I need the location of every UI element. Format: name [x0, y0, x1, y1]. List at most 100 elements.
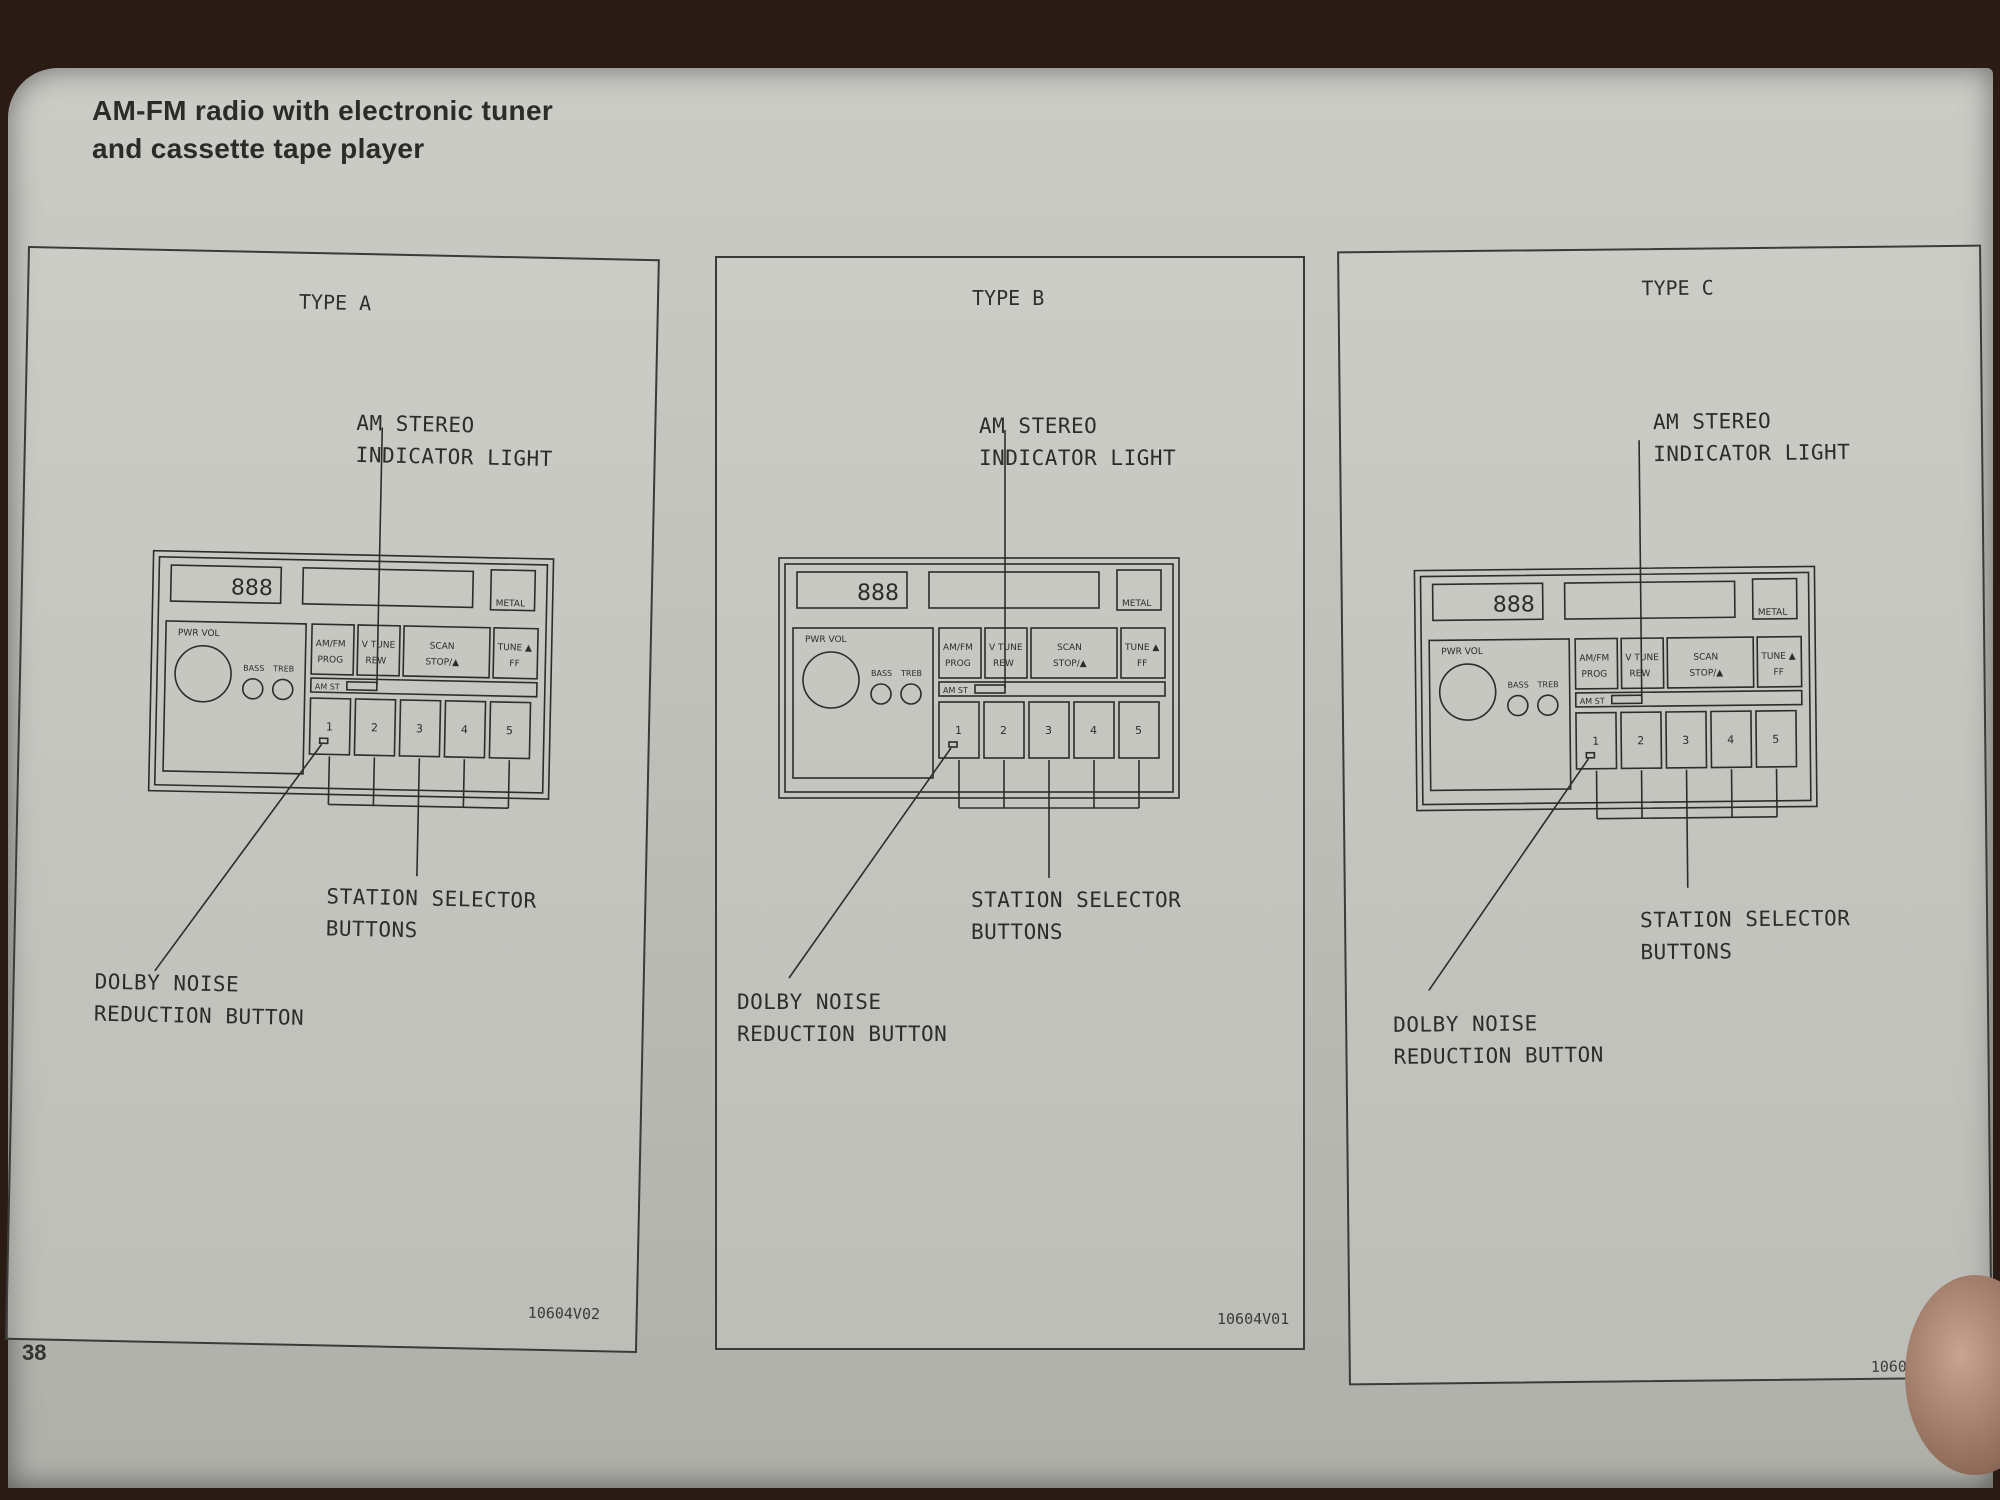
metal-label: METAL	[496, 599, 526, 610]
scan-button	[402, 625, 491, 679]
eject-button	[1116, 569, 1162, 611]
preset-bracket-1	[1595, 770, 1598, 819]
title-line-1: AM-FM radio with electronic tuner	[92, 95, 554, 126]
am-stereo-leader	[1638, 440, 1643, 699]
treble-label: TREB	[1537, 680, 1559, 689]
ff-label: FF	[1137, 659, 1147, 669]
dolby-callout: DOLBY NOISE REDUCTION BUTTON	[737, 990, 948, 1046]
page-shading	[8, 68, 1993, 1488]
prog-label: PROG	[1581, 670, 1607, 680]
preset-button-1	[1575, 711, 1618, 770]
pwr-vol-label: PWR VOL	[1441, 647, 1483, 657]
bass-knob	[870, 683, 892, 705]
radio-inner-frame	[1419, 571, 1812, 806]
preset-button-1	[938, 701, 980, 759]
tune-label: TUNE ▲	[1124, 643, 1159, 653]
preset-label-4: 4	[1727, 733, 1734, 746]
station-selector-leader	[1686, 817, 1689, 888]
rew-label: REW	[365, 656, 386, 666]
figure-code: 10604V01	[1217, 1310, 1290, 1328]
rew-label: REW	[993, 659, 1014, 669]
v-tune-label: V TUNE	[362, 640, 396, 651]
preset-label-4: 4	[461, 723, 468, 736]
dolby-leader	[788, 747, 952, 979]
v-tune-button	[984, 627, 1028, 679]
preset-label-5: 5	[506, 724, 513, 737]
preset-button-3	[398, 699, 442, 758]
treble-label: TREB	[900, 669, 922, 678]
radio-housing	[778, 557, 1180, 799]
preset-button-5	[1755, 709, 1798, 768]
dolby-button	[948, 741, 958, 748]
volume-knob	[802, 651, 860, 709]
preset-bracket-5	[1775, 768, 1778, 817]
volume-knob	[1438, 663, 1497, 721]
bass-label: BASS	[243, 664, 264, 673]
preset-label-4: 4	[1090, 724, 1097, 737]
knob-area	[1428, 638, 1572, 792]
preset-button-2	[1620, 711, 1663, 770]
scan-button	[1030, 627, 1118, 679]
preset-label-2: 2	[371, 721, 378, 734]
radio-housing	[147, 549, 555, 800]
display-digits: 888	[857, 581, 899, 606]
v-tune-label: V TUNE	[1625, 653, 1659, 663]
prog-label: PROG	[317, 655, 343, 666]
station-selector-callout: STATION SELECTOR BUTTONS	[325, 884, 537, 943]
preset-bracket-5	[507, 760, 511, 809]
figure-code: 10604V02	[527, 1303, 601, 1324]
tune-button	[1120, 627, 1166, 679]
cassette-slot	[928, 571, 1100, 609]
pwr-vol-label: PWR VOL	[805, 635, 847, 645]
am-fm-button	[1574, 637, 1619, 690]
preset-label-1: 1	[1592, 735, 1599, 748]
preset-label-5: 5	[1772, 733, 1779, 746]
frequency-display	[169, 564, 283, 605]
am-stereo-indicator	[974, 684, 1006, 694]
preset-label-1: 1	[326, 720, 333, 733]
treble-knob	[1537, 694, 1559, 717]
knob-area	[162, 620, 307, 775]
preset-label-3: 3	[1045, 724, 1052, 737]
preset-label-2: 2	[1637, 734, 1644, 747]
treble-knob	[271, 678, 294, 701]
station-selector-callout: STATION SELECTOR BUTTONS	[971, 888, 1182, 944]
dolby-leader	[154, 743, 323, 972]
preset-bracket-4	[462, 759, 466, 808]
preset-button-3	[1028, 701, 1070, 759]
preset-button-4	[443, 700, 487, 759]
tune-label: TUNE ▲	[1760, 652, 1795, 662]
preset-bracket-4	[1730, 769, 1733, 818]
knob-area	[792, 627, 934, 779]
eject-button	[1751, 577, 1798, 620]
preset-label-3: 3	[416, 722, 423, 735]
dolby-callout: DOLBY NOISE REDUCTION BUTTON	[93, 969, 305, 1030]
preset-bracket-2	[1640, 770, 1643, 819]
stop-label: STOP/▲	[425, 657, 459, 668]
preset-bracket-2	[372, 757, 376, 806]
am-fm-button	[938, 627, 982, 679]
cassette-slot	[301, 567, 475, 609]
preset-bracket-3	[1685, 769, 1688, 818]
bass-knob	[241, 678, 264, 700]
preset-label-2: 2	[1000, 724, 1007, 737]
eject-button	[489, 568, 537, 612]
bass-label: BASS	[871, 669, 892, 678]
tune-button	[492, 627, 539, 680]
rew-label: REW	[1629, 669, 1650, 679]
preset-label-5: 5	[1135, 724, 1142, 737]
pwr-vol-label: PWR VOL	[178, 628, 220, 639]
preset-bracket-3	[417, 758, 421, 807]
page-number: 38	[22, 1340, 47, 1365]
am-stereo-leader	[376, 427, 384, 686]
am-fm-button	[310, 623, 355, 676]
am-fm-label: AM/FM	[316, 639, 346, 650]
